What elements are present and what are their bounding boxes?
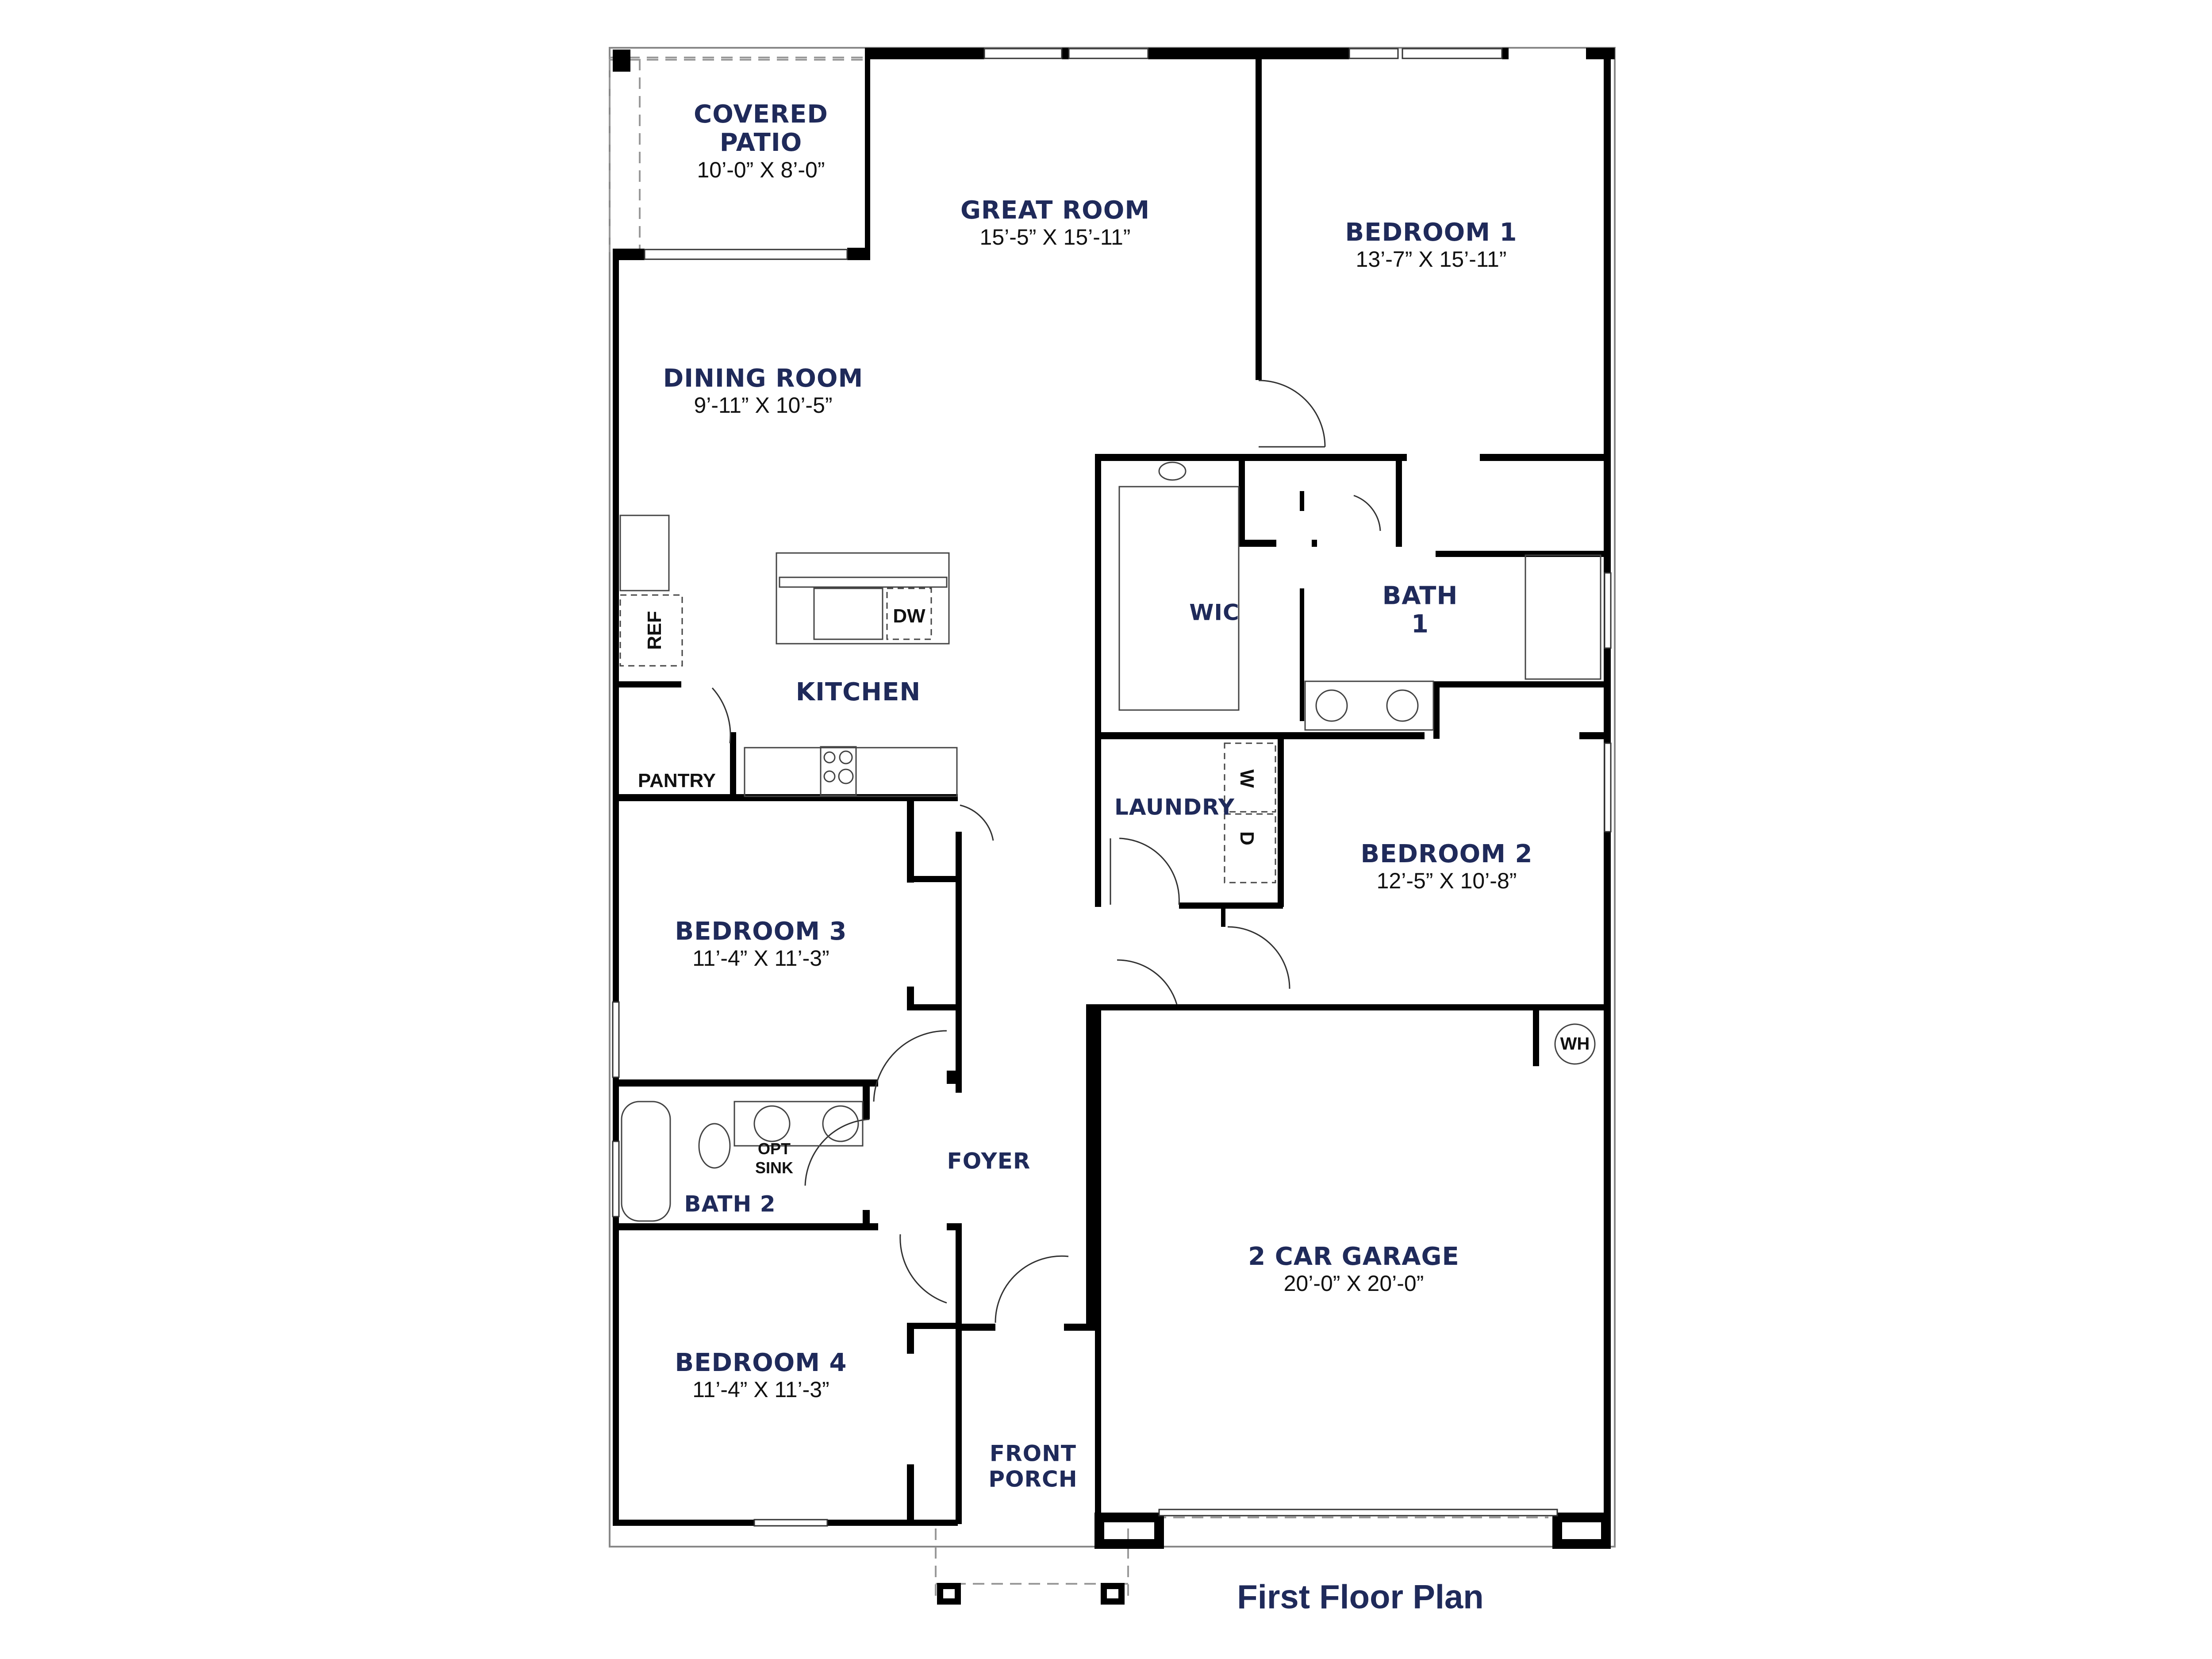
room-name: BATH 2 — [684, 1191, 776, 1217]
room-name: 2 CAR GARAGE — [1248, 1242, 1459, 1271]
windows — [612, 48, 1612, 1527]
room-name: BEDROOM 2 — [1360, 840, 1533, 869]
room-pantry: PANTRY — [638, 770, 716, 791]
room-dimensions: 12’-5” X 10’-8” — [1376, 868, 1517, 894]
doors — [711, 380, 1381, 1323]
washer-label: W — [1236, 769, 1258, 788]
refrigerator-label: REF — [644, 611, 665, 650]
room-dimensions: 9’-11” X 10’-5” — [694, 393, 833, 418]
room-name: BEDROOM 3 — [675, 917, 847, 946]
plan-title: First Floor Plan — [1237, 1578, 1484, 1616]
room-bedroom-2: BEDROOM 2 12’-5” X 10’-8” — [1361, 840, 1533, 894]
room-dimensions: 11’-4” X 11’-3” — [692, 1377, 830, 1402]
room-dining-room: DINING ROOM 9’-11” X 10’-5” — [663, 364, 864, 419]
room-garage: 2 CAR GARAGE 20’-0” X 20’-0” — [1248, 1242, 1459, 1297]
room-bath-2: BATH 2 — [684, 1191, 776, 1217]
room-wic: WIC — [1189, 600, 1239, 626]
room-name: PATIO — [719, 128, 803, 157]
water-heater-label: WH — [1560, 1034, 1590, 1054]
room-kitchen: KITCHEN — [796, 678, 921, 707]
optional-sink-line2: SINK — [755, 1159, 794, 1177]
room-name: FRONT — [989, 1440, 1077, 1467]
room-name: FOYER — [947, 1148, 1031, 1174]
room-name: BEDROOM 4 — [675, 1348, 847, 1378]
room-dimensions: 10’-0” X 8’-0” — [697, 157, 825, 182]
room-name: 1 — [1411, 610, 1429, 639]
dishwasher-label: DW — [893, 605, 926, 627]
room-name: WIC — [1189, 599, 1240, 626]
room-dimensions: 13’-7” X 15’-11” — [1356, 247, 1507, 272]
room-bedroom-4: BEDROOM 4 11’-4” X 11’-3” — [675, 1348, 847, 1403]
dryer-label: D — [1236, 831, 1258, 845]
room-covered-patio: COVERED PATIO 10’-0” X 8’-0” — [694, 100, 828, 183]
room-bedroom-3: BEDROOM 3 11’-4” X 11’-3” — [675, 917, 847, 972]
room-bath-1: BATH 1 — [1382, 582, 1458, 639]
room-name: BEDROOM 1 — [1345, 218, 1517, 247]
room-laundry: LAUNDRY — [1114, 795, 1235, 820]
optional-sink-label: OPT SINK — [755, 1139, 793, 1177]
room-name: KITCHEN — [795, 677, 921, 707]
room-dimensions: 11’-4” X 11’-3” — [692, 946, 830, 971]
room-front-porch: FRONT PORCH — [988, 1441, 1077, 1492]
room-name: DINING ROOM — [663, 364, 864, 393]
walls — [613, 48, 1615, 1605]
room-great-room: GREAT ROOM 15’-5” X 15’-11” — [960, 196, 1150, 250]
room-foyer: FOYER — [947, 1148, 1031, 1174]
optional-sink-line1: OPT — [757, 1139, 791, 1158]
dashed-outlines — [609, 57, 1548, 1601]
room-bedroom-1: BEDROOM 1 13’-7” X 15’-11” — [1345, 218, 1517, 273]
room-name: PORCH — [988, 1466, 1078, 1492]
room-name: LAUNDRY — [1114, 794, 1235, 820]
room-name: BATH — [1382, 581, 1458, 611]
room-name: GREAT ROOM — [960, 196, 1150, 225]
room-name: COVERED — [694, 100, 828, 129]
room-dimensions: 15’-5” X 15’-11” — [979, 225, 1131, 250]
room-dimensions: 20’-0” X 20’-0” — [1283, 1271, 1424, 1296]
fixtures — [619, 461, 1601, 1222]
